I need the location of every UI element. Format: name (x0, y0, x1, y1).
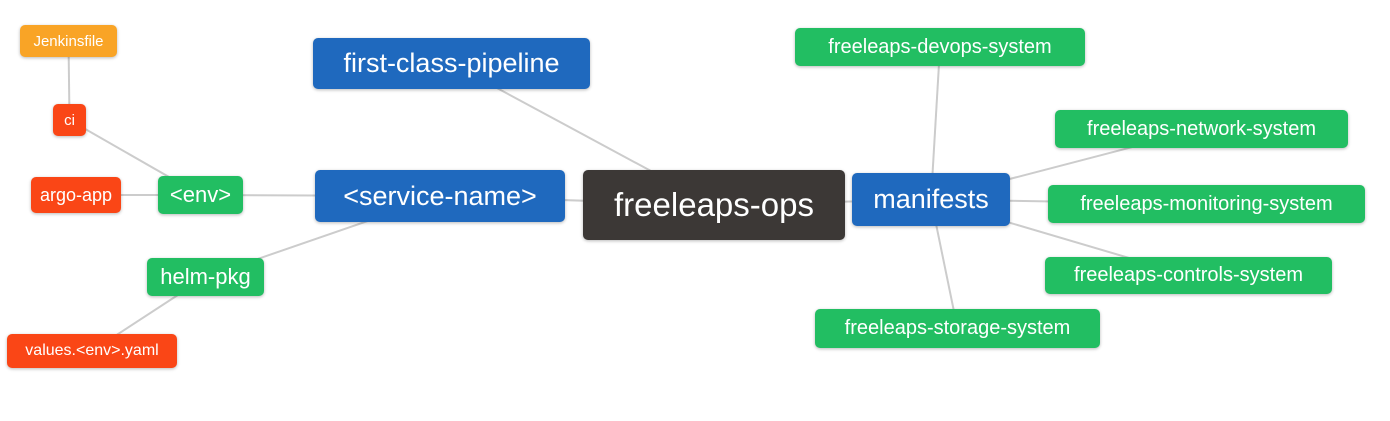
node-network-system[interactable]: freeleaps-network-system (1055, 110, 1348, 148)
node-monitoring-system[interactable]: freeleaps-monitoring-system (1048, 185, 1365, 223)
node-ci[interactable]: ci (53, 104, 86, 136)
node-first-class-pipeline[interactable]: first-class-pipeline (313, 38, 590, 89)
node-manifests[interactable]: manifests (852, 173, 1010, 226)
node-storage-system[interactable]: freeleaps-storage-system (815, 309, 1100, 348)
node-values-env-yaml[interactable]: values.<env>.yaml (7, 334, 177, 368)
node-freeleaps-ops[interactable]: freeleaps-ops (583, 170, 845, 240)
node-env[interactable]: <env> (158, 176, 243, 214)
node-helm-pkg[interactable]: helm-pkg (147, 258, 264, 296)
node-argo-app[interactable]: argo-app (31, 177, 121, 213)
node-controls-system[interactable]: freeleaps-controls-system (1045, 257, 1332, 294)
node-devops-system[interactable]: freeleaps-devops-system (795, 28, 1085, 66)
node-service-name[interactable]: <service-name> (315, 170, 565, 222)
node-jenkinsfile[interactable]: Jenkinsfile (20, 25, 117, 57)
